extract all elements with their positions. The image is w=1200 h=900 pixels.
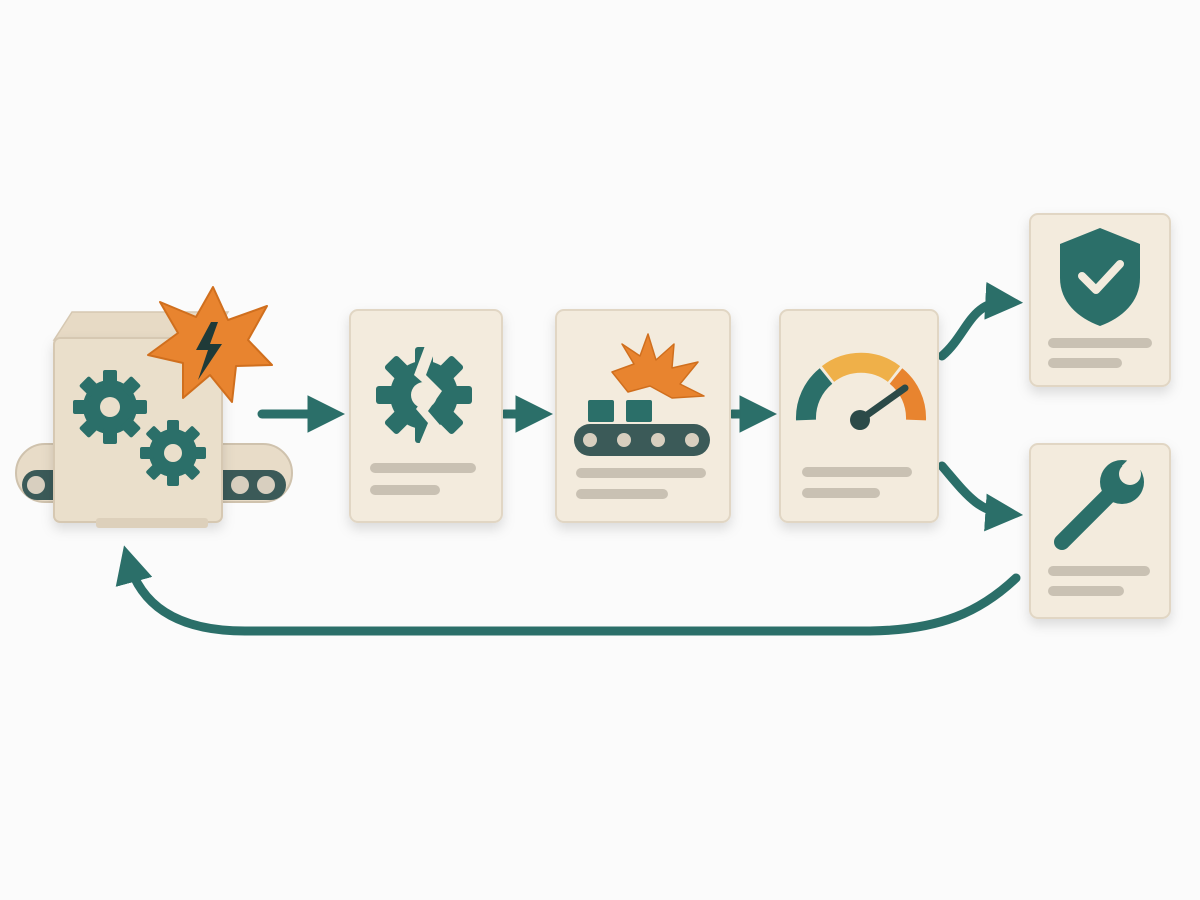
text-bar — [370, 463, 476, 473]
text-bar — [370, 485, 440, 495]
gear-machine-icon — [73, 370, 206, 486]
gauge-icon — [795, 352, 927, 430]
arrow-gauge-to-secure — [937, 281, 1024, 361]
text-bar — [802, 488, 880, 498]
text-bar — [1048, 586, 1124, 596]
arrow-gauge-to-repair — [937, 461, 1024, 532]
node-gauge — [779, 309, 939, 523]
node-machine — [15, 286, 293, 528]
conveyor-burst-icon — [574, 333, 710, 456]
text-bar — [576, 468, 706, 478]
node-secure — [1029, 213, 1171, 387]
text-bar — [1048, 566, 1150, 576]
roller — [27, 476, 45, 494]
node-repair — [1029, 443, 1171, 619]
wrench-icon — [1054, 452, 1147, 550]
text-bar — [802, 467, 912, 477]
node-line — [555, 309, 731, 523]
arrow-repair-to-machine — [115, 545, 1021, 636]
text-bar — [1048, 358, 1122, 368]
connectors — [115, 281, 1024, 636]
roller — [257, 476, 275, 494]
broken-gear-icon — [376, 343, 472, 447]
lightning-burst-icon — [147, 286, 273, 403]
shield-check-icon — [1060, 228, 1140, 326]
roller — [231, 476, 249, 494]
node-fault — [349, 309, 503, 523]
text-bar — [1048, 338, 1152, 348]
text-bar — [576, 489, 668, 499]
